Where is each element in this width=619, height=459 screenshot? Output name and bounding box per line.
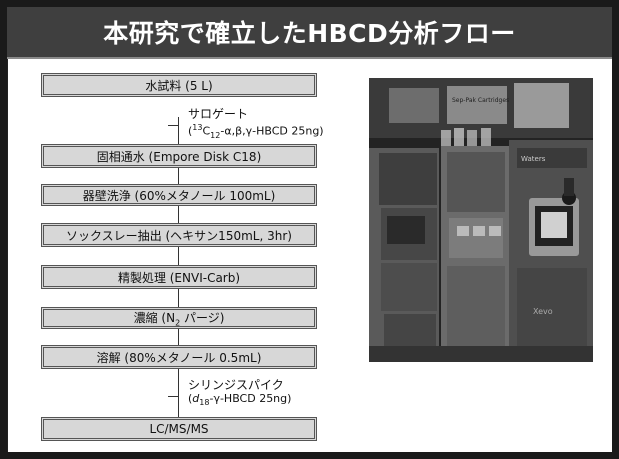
step-concentrate: 濃縮 (N2 パージ) (41, 307, 317, 329)
surrogate-label: サロゲート (188, 107, 249, 121)
slide: 本研究で確立したHBCD分析フロー 水試料 (5 L) サロゲート (13C12… (7, 7, 612, 452)
slide-left-border (7, 59, 8, 452)
spike-detail: (d18-γ-HBCD 25ng) (188, 392, 292, 408)
svg-text:Waters: Waters (521, 155, 546, 163)
step-label: 濃縮 (N2 パージ) (133, 310, 225, 328)
step-wall-wash: 器壁洗浄 (60%メタノール 100mL) (41, 184, 317, 206)
step-lcmsms: LC/MS/MS (41, 417, 317, 441)
title-bar: 本研究で確立したHBCD分析フロー (7, 7, 612, 59)
step-dissolve: 溶解 (80%メタノール 0.5mL) (41, 345, 317, 369)
step-label: 器壁洗浄 (60%メタノール 100mL) (82, 188, 276, 203)
svg-text:Xevo: Xevo (533, 307, 553, 316)
step-label: 固相通水 (Empore Disk C18) (96, 149, 262, 164)
spike-label: シリンジスパイク (188, 378, 284, 392)
slide-title: 本研究で確立したHBCD分析フロー (103, 19, 516, 48)
svg-text:Sep-Pak Cartridges: Sep-Pak Cartridges (452, 97, 509, 104)
step-solid-phase: 固相通水 (Empore Disk C18) (41, 144, 317, 168)
surrogate-annotation: サロゲート (13C12-α,β,γ-HBCD 25ng) (188, 108, 324, 142)
step-water-sample: 水試料 (5 L) (41, 73, 317, 97)
step-soxhlet: ソックスレー抽出 (ヘキサン150mL, 3hr) (41, 223, 317, 247)
step-label: 水試料 (5 L) (145, 78, 213, 93)
step-label: 精製処理 (ENVI-Carb) (117, 270, 241, 285)
spike-tick (168, 396, 178, 397)
step-label: ソックスレー抽出 (ヘキサン150mL, 3hr) (66, 228, 292, 243)
instrument-photo: Sep-Pak Cartridges Waters (369, 78, 593, 362)
surrogate-detail: (13C12-α,β,γ-HBCD 25ng) (188, 123, 324, 140)
step-label: LC/MS/MS (149, 422, 209, 436)
step-cleanup: 精製処理 (ENVI-Carb) (41, 265, 317, 289)
step-label: 溶解 (80%メタノール 0.5mL) (96, 350, 262, 365)
spike-annotation: シリンジスパイク (d18-γ-HBCD 25ng) (188, 379, 291, 409)
surrogate-tick (168, 125, 178, 126)
